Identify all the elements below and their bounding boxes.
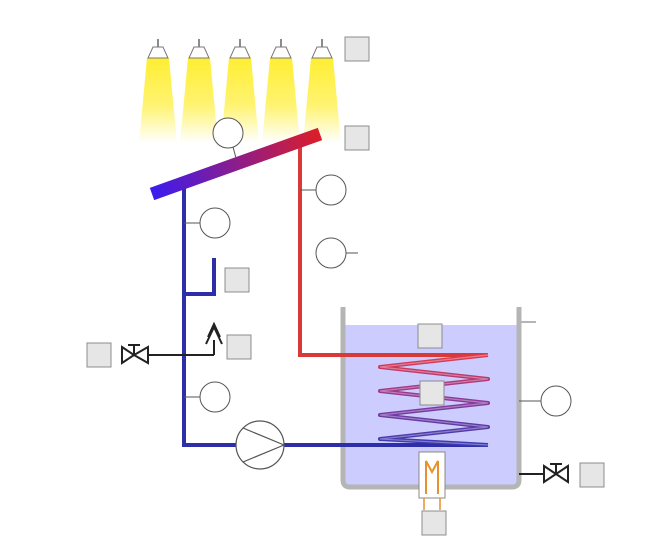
light-beam [180,58,218,143]
light-beam [262,58,300,143]
vent-control-box[interactable] [226,334,252,360]
inlet-valve-icon[interactable] [121,344,149,365]
expansion-branch-pipe [184,258,216,296]
light-beam [139,58,177,143]
collector-gauge-icon[interactable] [212,117,244,159]
cold-pipe-gauge-upper-icon[interactable] [184,207,231,239]
heating-element-icon [418,451,446,510]
heater-control-box[interactable] [421,510,447,536]
drain-valve-icon[interactable] [519,463,569,484]
spotlight-icon [180,39,218,143]
solar-collector [149,127,323,201]
coil-control-box[interactable] [419,380,445,406]
tank-gauge-icon[interactable] [519,385,572,417]
hot-pipe-gauge-upper-icon[interactable] [300,174,347,206]
heat-exchanger-coil [378,353,490,447]
pump-icon[interactable] [235,420,285,470]
light-beam [303,58,341,143]
tank-top-control-box[interactable] [417,323,443,349]
spotlight-icon [303,39,341,143]
spotlight-icon [139,39,177,143]
cold-return-pipe [182,188,488,447]
hot-pipe-gauge-lower-icon[interactable] [315,237,358,269]
lamps-control-box[interactable] [344,36,370,62]
expansion-control-box[interactable] [224,267,250,293]
cold-pipe-gauge-lower-icon[interactable] [184,381,231,413]
collector-control-box[interactable] [344,125,370,151]
air-vent-icon [184,321,223,356]
spotlight-icon [262,39,300,143]
inlet-valve-control-box[interactable] [86,342,112,368]
drain-valve-control-box[interactable] [579,462,605,488]
hot-supply-pipe [298,140,488,357]
